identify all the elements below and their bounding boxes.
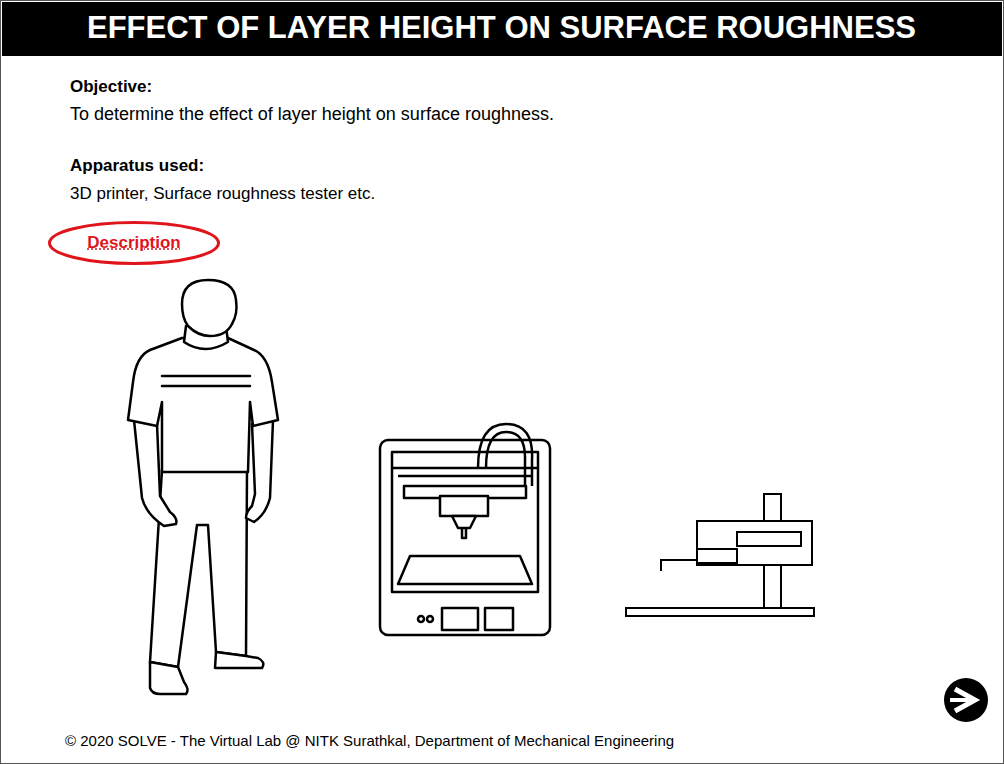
- printer-bed: [398, 556, 532, 584]
- printer-3d: [380, 424, 550, 635]
- person-shoe: [150, 662, 188, 694]
- link-text: Description: [87, 233, 181, 253]
- section-heading: Objective:: [70, 77, 152, 97]
- ellipse-outline: [50, 223, 219, 264]
- printer-panel: [485, 608, 513, 630]
- shirt-stripe: [162, 376, 250, 386]
- node-texts: Description: [87, 233, 181, 253]
- printer-led: [427, 616, 433, 622]
- next-button-circle: [944, 678, 988, 722]
- person-head: [182, 280, 237, 336]
- printer-nozzle: [452, 516, 476, 538]
- footer-text: © 2020 SOLVE - The Virtual Lab @ NITK Su…: [65, 732, 674, 749]
- next-button: [944, 678, 988, 722]
- person-shirt: [128, 338, 278, 472]
- body-text: To determine the effect of layer height …: [70, 104, 554, 125]
- tester-probe-body: [697, 549, 737, 563]
- printer-rail: [392, 468, 538, 476]
- printer-panel: [442, 608, 478, 630]
- printer-frame: [392, 452, 538, 592]
- printer-led: [418, 616, 424, 622]
- tester-head: [697, 521, 812, 565]
- person-figure: [128, 280, 278, 694]
- next-arrow: [950, 698, 972, 702]
- title-bar: [2, 2, 1002, 56]
- printer-extruder: [440, 496, 488, 516]
- person-shoe: [215, 652, 263, 668]
- tester-base: [626, 608, 814, 616]
- printer-tube: [478, 424, 532, 486]
- tester-stylus: [661, 560, 697, 571]
- tester-display: [737, 532, 801, 546]
- person-pants: [150, 470, 247, 667]
- highlight-ellipse: Description: [48, 221, 220, 265]
- page-title: EFFECT OF LAYER HEIGHT ON SURFACE ROUGHN…: [87, 10, 916, 46]
- section-heading: Apparatus used:: [70, 156, 204, 176]
- body-text: 3D printer, Surface roughness tester etc…: [70, 184, 375, 204]
- roughness-tester: [626, 494, 814, 616]
